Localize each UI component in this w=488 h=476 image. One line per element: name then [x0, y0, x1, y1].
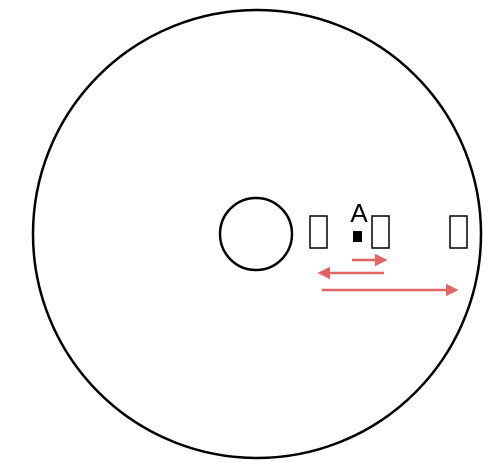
hub-circle: [218, 196, 294, 272]
point-a-label: A: [350, 198, 368, 228]
point-a-marker: [353, 231, 362, 242]
box-left: [309, 215, 328, 249]
box-right: [449, 215, 468, 249]
box-middle: [371, 215, 390, 249]
